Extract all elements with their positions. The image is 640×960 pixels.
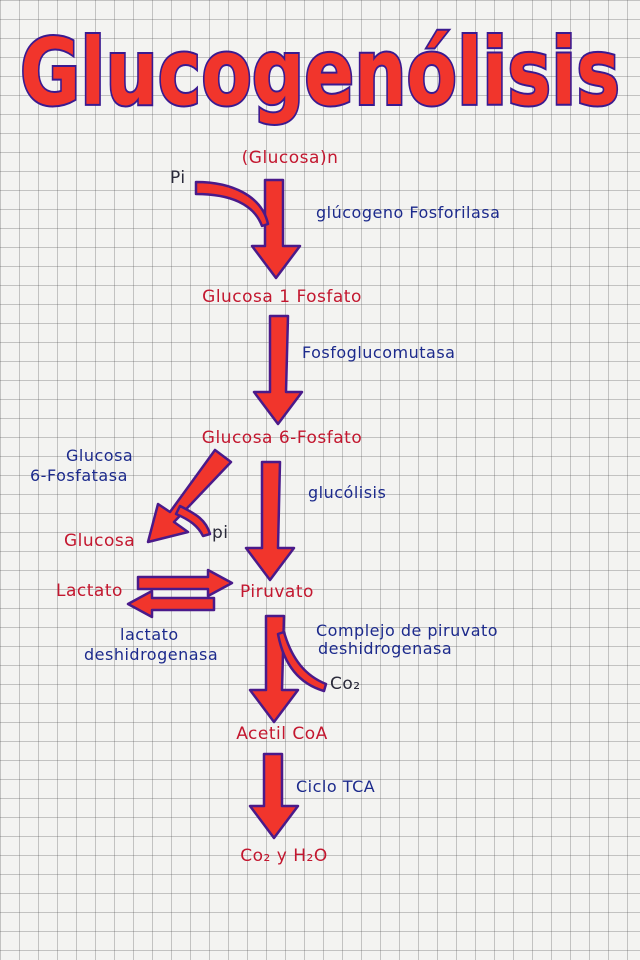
arrow-pyruvate-to-acetylcoa xyxy=(248,614,300,724)
node-co2-mid: Co₂ xyxy=(330,674,361,694)
node-glucose-6-phosphate: Glucosa 6-Fosfato xyxy=(201,428,363,448)
arrow-g1p-to-g6p xyxy=(252,314,304,426)
arrow-lactate-to-pyruvate xyxy=(136,568,234,598)
node-co2-h2o: Co₂ y H₂O xyxy=(240,846,328,866)
enzyme-g6pase-line1: Glucosa xyxy=(66,446,134,465)
page-title: Glucogenólisis xyxy=(18,17,622,128)
arrow-g6p-to-glucose xyxy=(146,448,233,544)
enzyme-phosphoglucomutase: Fosfoglucomutasa xyxy=(302,343,456,362)
arrow-glycolysis xyxy=(244,460,296,582)
arrow-pyruvate-to-lactate xyxy=(126,589,216,619)
node-glucose-1-phosphate: Glucosa 1 Fosfato xyxy=(202,287,362,307)
enzyme-g6pase-line2: 6-Fosfatasa xyxy=(30,466,128,485)
node-pyruvate: Piruvato xyxy=(240,582,314,602)
enzyme-pdh-line2: deshidrogenasa xyxy=(318,639,453,658)
arrow-glycogen-to-g1p xyxy=(250,178,302,280)
arrow-pi-branch xyxy=(174,504,212,538)
enzyme-ldh-line1: lactato xyxy=(120,625,179,644)
enzyme-pdh-line1: Complejo de piruvato xyxy=(316,621,499,640)
node-glycogen: (Glucosa)n xyxy=(241,148,339,168)
enzyme-glycogen-phosphorylase: glúcogeno Fosforilasa xyxy=(316,203,501,222)
arrow-tca-cycle xyxy=(248,752,300,840)
arrow-pi-input xyxy=(194,180,270,228)
enzyme-tca-cycle: Ciclo TCA xyxy=(296,777,376,796)
node-lactate: Lactato xyxy=(56,581,123,601)
enzyme-glycolysis: glucólisis xyxy=(308,483,387,502)
title-text: Glucogenólisis xyxy=(20,19,620,126)
enzyme-ldh-line2: deshidrogenasa xyxy=(84,645,219,664)
node-pi-branch: pi xyxy=(212,523,229,543)
node-glucose: Glucosa xyxy=(64,531,136,551)
node-pi-top: Pi xyxy=(170,168,186,188)
node-acetyl-coa: Acetil CoA xyxy=(236,724,328,744)
arrow-co2-output xyxy=(276,630,328,693)
